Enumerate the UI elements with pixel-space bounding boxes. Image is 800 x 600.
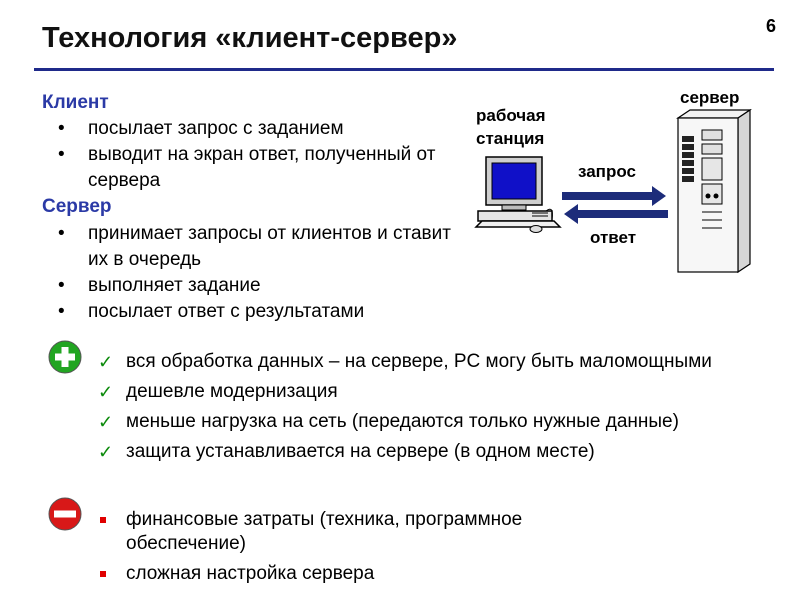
minus-icon <box>48 497 82 531</box>
server-tower-icon <box>676 108 752 274</box>
list-item: выводит на экран ответ, полученный от се… <box>42 142 472 194</box>
server-list: принимает запросы от клиентов и ставит и… <box>42 221 462 325</box>
workstation-label-line2: станция <box>476 129 545 148</box>
list-item: посылает запрос с заданием <box>42 116 472 142</box>
server-label: сервер <box>680 88 740 107</box>
response-label: ответ <box>590 228 637 247</box>
list-item: выполняет задание <box>42 273 462 299</box>
list-item: защита устанавливается на сервере (в одн… <box>94 440 784 464</box>
title-divider <box>34 68 774 71</box>
list-item: дешевле модернизация <box>94 380 784 404</box>
list-item: меньше нагрузка на сеть (передаются толь… <box>94 410 784 434</box>
list-item: принимает запросы от клиентов и ставит и… <box>42 221 462 273</box>
client-heading: Клиент <box>42 92 109 113</box>
server-heading: Сервер <box>42 196 112 217</box>
list-item: сложная настройка сервера <box>94 562 634 586</box>
list-item: финансовые затраты (техника, программное… <box>94 508 634 556</box>
disadvantages-list: финансовые затраты (техника, программное… <box>94 508 634 592</box>
request-response-arrows <box>562 186 668 224</box>
request-label: запрос <box>578 162 636 181</box>
page-number: 6 <box>766 16 777 36</box>
response-arrow-icon <box>564 204 668 224</box>
slide-title: Технология «клиент-сервер» <box>42 22 458 54</box>
list-item: посылает ответ с результатами <box>42 299 462 325</box>
workstation-computer-icon <box>474 156 562 233</box>
advantages-list: вся обработка данных – на сервере, PC мо… <box>94 350 784 470</box>
request-arrow-icon <box>562 186 666 206</box>
client-list: посылает запрос с заданием выводит на эк… <box>42 116 472 194</box>
workstation-label-line1: рабочая <box>476 106 546 125</box>
list-item: вся обработка данных – на сервере, PC мо… <box>94 350 784 374</box>
plus-icon <box>48 340 82 374</box>
